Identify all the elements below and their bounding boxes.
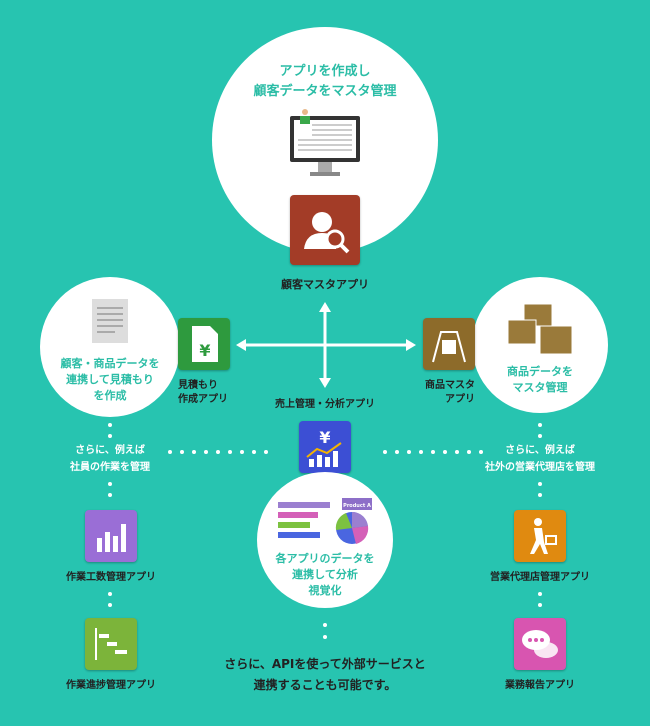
product-master-app-label: 商品マスタ アプリ: [395, 379, 475, 407]
footer-line1: さらに、APIを使って外部サービスと: [224, 657, 426, 671]
connection-arrows: [236, 302, 416, 388]
bottom-line2: 連携して分析: [292, 568, 358, 581]
sales-app-label: 売上管理・分析アプリ: [275, 399, 375, 410]
boxes-icon: [507, 303, 573, 355]
bottom-circle-text: 各アプリのデータを 連携して分析 視覚化: [257, 551, 393, 599]
svg-text:¥: ¥: [319, 428, 330, 447]
left-branch-line1: さらに、例えば: [75, 445, 145, 456]
work-progress-app-icon[interactable]: [85, 618, 137, 670]
product-line2: アプリ: [445, 394, 475, 405]
work-progress-app-label: 作業進捗管理アプリ: [66, 680, 156, 691]
right-branch-text: さらに、例えば 社外の営業代理店を管理: [450, 442, 630, 476]
work-hours-app-icon[interactable]: [85, 510, 137, 562]
footer-line2: 連携することも可能です。: [253, 678, 397, 692]
bottom-line3: 視覚化: [308, 584, 342, 597]
left-line3: を作成: [93, 389, 127, 402]
top-circle-text: アプリを作成し 顧客データをマスタ管理: [212, 62, 438, 102]
left-line2: 連携して見積もり: [66, 373, 154, 386]
left-branch-text: さらに、例えば 社員の作業を管理: [30, 442, 190, 476]
footer-text: さらに、APIを使って外部サービスと 連携することも可能です。: [175, 654, 475, 696]
bottom-circle: [257, 472, 393, 608]
left-circle-text: 顧客・商品データを 連携して見積もり を作成: [40, 356, 180, 404]
bottom-line1: 各アプリのデータを: [275, 552, 375, 565]
customer-master-app-icon[interactable]: [290, 195, 360, 265]
analysis-chart-icon: Product A: [278, 498, 372, 544]
quote-line2: 作成アプリ: [178, 394, 228, 405]
quote-line1: 見積もり: [178, 380, 218, 391]
top-line1: アプリを作成し: [279, 64, 371, 79]
work-hours-app-label: 作業工数管理アプリ: [66, 572, 156, 583]
right-line1: 商品データを: [507, 365, 573, 378]
business-report-app-icon[interactable]: [514, 618, 566, 670]
right-branch-line1: さらに、例えば: [505, 445, 575, 456]
quote-app-icon[interactable]: ¥: [178, 318, 230, 370]
top-line2: 顧客データをマスタ管理: [253, 84, 397, 99]
customer-master-app-label: 顧客マスタアプリ: [281, 278, 369, 291]
right-line2: マスタ管理: [512, 381, 568, 394]
product-master-app-icon[interactable]: [423, 318, 475, 370]
sales-analysis-app-icon[interactable]: ¥: [299, 421, 351, 473]
product-line1: 商品マスタ: [425, 380, 475, 391]
monitor-icon: [290, 109, 360, 176]
left-line1: 顧客・商品データを: [60, 357, 160, 370]
right-branch-line2: 社外の営業代理店を管理: [485, 462, 595, 473]
business-report-app-label: 業務報告アプリ: [505, 680, 575, 691]
sales-agency-app-label: 営業代理店管理アプリ: [490, 572, 590, 583]
quote-app-label: 見積もり 作成アプリ: [178, 379, 228, 407]
left-branch-line2: 社員の作業を管理: [70, 462, 150, 473]
product-a-legend: Product A: [343, 503, 371, 509]
sales-agency-app-icon[interactable]: [514, 510, 566, 562]
svg-text:¥: ¥: [199, 341, 210, 360]
right-circle-text: 商品データを マスタ管理: [472, 364, 608, 396]
document-icon: [92, 299, 128, 343]
